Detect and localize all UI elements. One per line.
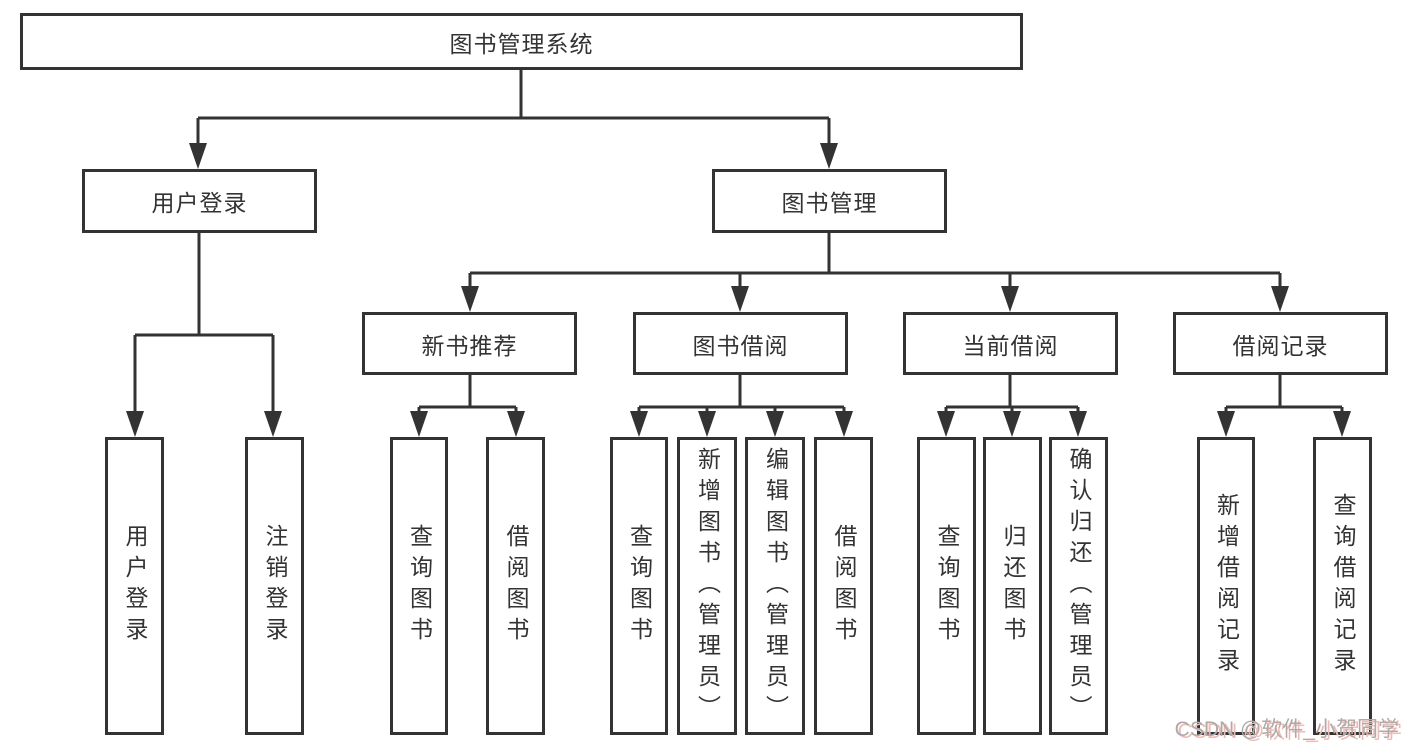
leaf-logout: 注销登录	[245, 437, 304, 735]
leaf-edit-book-admin-label: 编辑图书（管理员）	[762, 446, 789, 726]
node-book-management-label: 图书管理	[781, 190, 878, 216]
node-current-borrow: 当前借阅	[903, 312, 1118, 375]
leaf-add-book-admin: 新增图书（管理员）	[677, 437, 737, 735]
node-user-login: 用户登录	[82, 169, 317, 233]
leaf-add-borrow-record-label: 新增借阅记录	[1213, 493, 1240, 679]
node-borrow-record: 借阅记录	[1173, 312, 1388, 375]
leaf-borrow-book-label: 借阅图书	[831, 524, 857, 648]
leaf-return-book-label: 归还图书	[1000, 524, 1026, 648]
leaf-user-login-label: 用户登录	[122, 524, 148, 648]
node-new-book-recommend-label: 新书推荐	[421, 332, 518, 359]
node-user-login-label: 用户登录	[151, 190, 248, 216]
leaf-query-book-recommend: 查询图书	[390, 437, 448, 735]
root-node-library-system: 图书管理系统	[20, 13, 1023, 70]
leaf-return-book: 归还图书	[983, 437, 1042, 735]
node-book-borrow: 图书借阅	[633, 312, 848, 375]
leaf-query-book-current-label: 查询图书	[934, 524, 960, 648]
node-new-book-recommend: 新书推荐	[362, 312, 577, 375]
leaf-edit-book-admin: 编辑图书（管理员）	[745, 437, 805, 735]
leaf-query-borrow-record-label: 查询借阅记录	[1330, 493, 1356, 679]
leaf-query-borrow-record: 查询借阅记录	[1313, 437, 1372, 735]
leaf-query-book-borrow-label: 查询图书	[626, 524, 653, 648]
node-book-borrow-label: 图书借阅	[692, 332, 789, 359]
leaf-add-book-admin-label: 新增图书（管理员）	[694, 446, 721, 726]
leaf-borrow-book-recommend-label: 借阅图书	[503, 524, 529, 648]
node-book-management: 图书管理	[712, 169, 947, 233]
leaf-borrow-book-recommend: 借阅图书	[486, 437, 545, 735]
leaf-logout-label: 注销登录	[262, 524, 288, 648]
leaf-query-book-current: 查询图书	[917, 437, 976, 735]
node-current-borrow-label: 当前借阅	[962, 332, 1059, 359]
leaf-borrow-book: 借阅图书	[814, 437, 873, 735]
leaf-add-borrow-record: 新增借阅记录	[1197, 437, 1255, 735]
leaf-query-book-recommend-label: 查询图书	[406, 524, 433, 648]
arrowheads	[126, 143, 1351, 437]
leaf-confirm-return-admin-label: 确认归还（管理员）	[1066, 446, 1092, 726]
root-node-label: 图书管理系统	[449, 30, 594, 57]
leaf-user-login: 用户登录	[105, 437, 164, 735]
leaf-query-book-borrow: 查询图书	[610, 437, 668, 735]
leaf-confirm-return-admin: 确认归还（管理员）	[1049, 437, 1108, 735]
node-borrow-record-label: 借阅记录	[1232, 332, 1329, 359]
